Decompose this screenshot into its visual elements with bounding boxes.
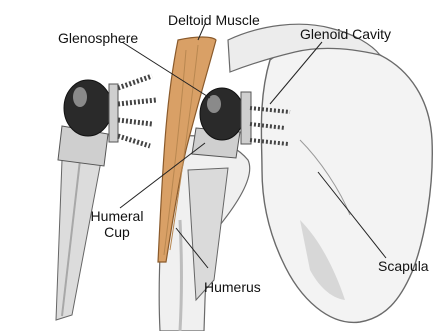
label-scapula: Scapula bbox=[378, 258, 429, 274]
label-humeral-cup-line2: Cup bbox=[86, 224, 148, 240]
label-deltoid-muscle: Deltoid Muscle bbox=[168, 12, 260, 28]
baseplate-left bbox=[109, 84, 118, 142]
screw-left bbox=[118, 76, 156, 146]
label-glenosphere: Glenosphere bbox=[58, 30, 138, 46]
label-humeral-cup: Humeral Cup bbox=[86, 208, 148, 240]
label-humeral-cup-line1: Humeral bbox=[86, 208, 148, 224]
label-glenoid-cavity: Glenoid Cavity bbox=[300, 26, 391, 42]
glenosphere-left bbox=[64, 80, 112, 136]
baseplate-right bbox=[241, 92, 251, 144]
label-humerus: Humerus bbox=[204, 279, 261, 295]
